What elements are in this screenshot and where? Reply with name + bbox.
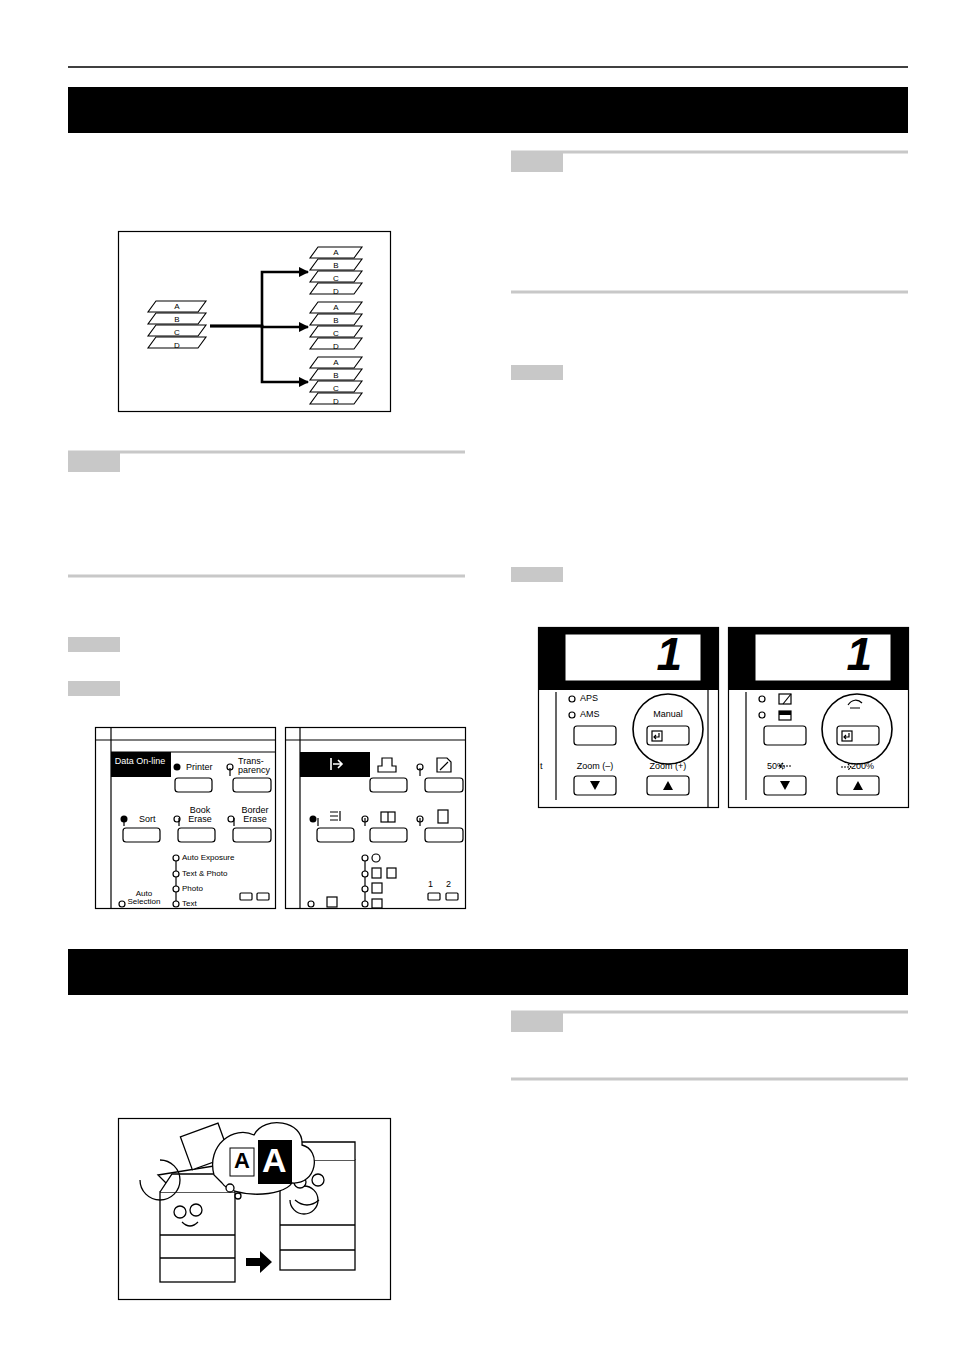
- sheet-outline: [310, 302, 362, 313]
- panel-label: Auto Exposure: [182, 853, 234, 862]
- panel-label: Text & Photo: [182, 869, 227, 878]
- paper-stack: ABCD: [310, 246, 362, 298]
- sheet-letter: D: [148, 339, 206, 352]
- sheet-letter: B: [310, 369, 362, 382]
- panel-label: t: [540, 761, 543, 771]
- panel-label: Printer: [186, 762, 213, 772]
- sheet-letter: C: [310, 327, 362, 340]
- illustration-letter: A: [234, 1148, 250, 1173]
- counter-display: 1: [820, 628, 872, 681]
- sheet-letter: A: [310, 246, 362, 259]
- sheet-letter: C: [310, 382, 362, 395]
- sheet-letter: D: [310, 285, 362, 298]
- panel-label: Auto Selection: [124, 890, 164, 906]
- sheet-letter: C: [310, 272, 362, 285]
- sheet-outline: [310, 357, 362, 368]
- panel-label: 200%: [851, 761, 874, 771]
- sheet-letter: A: [148, 300, 206, 313]
- panel-label: Sort: [139, 814, 156, 824]
- panel-label: Manual: [638, 709, 698, 719]
- panel-label: Data On-line: [112, 757, 168, 766]
- flow-arrow: [210, 272, 308, 326]
- panel-label: AMS: [580, 709, 600, 719]
- sheet-letter: D: [310, 340, 362, 353]
- paper-stack: ABCD: [310, 301, 362, 353]
- panel-label: 50%: [767, 761, 785, 771]
- sheet-letter: B: [310, 314, 362, 327]
- sheet-outline: [310, 247, 362, 258]
- illustration-letter: A: [262, 1141, 287, 1180]
- panel-label: Zoom (+): [641, 761, 695, 771]
- panel-label: 1: [428, 879, 433, 889]
- paper-stack: ABCD: [148, 300, 206, 352]
- flow-arrow: [210, 326, 308, 382]
- panel-label: Trans- parency: [238, 757, 278, 775]
- sheet-letter: C: [148, 326, 206, 339]
- sheet-letter: B: [148, 313, 206, 326]
- panel-label: Photo: [182, 884, 203, 893]
- sheet-letter: D: [310, 395, 362, 408]
- panel-label: APS: [580, 693, 598, 703]
- panel-label: Book Erase: [182, 806, 218, 824]
- panel-label: 2: [446, 879, 451, 889]
- panel-label: Text: [182, 899, 197, 908]
- paper-stack: ABCD: [310, 356, 362, 408]
- counter-display: 1: [630, 628, 682, 681]
- sheet-letter: A: [310, 356, 362, 369]
- sheet-outline: [148, 301, 206, 312]
- panel-label: Zoom (–): [568, 761, 622, 771]
- sheet-letter: B: [310, 259, 362, 272]
- sheet-letter: A: [310, 301, 362, 314]
- panel-label: Border Erase: [236, 806, 274, 824]
